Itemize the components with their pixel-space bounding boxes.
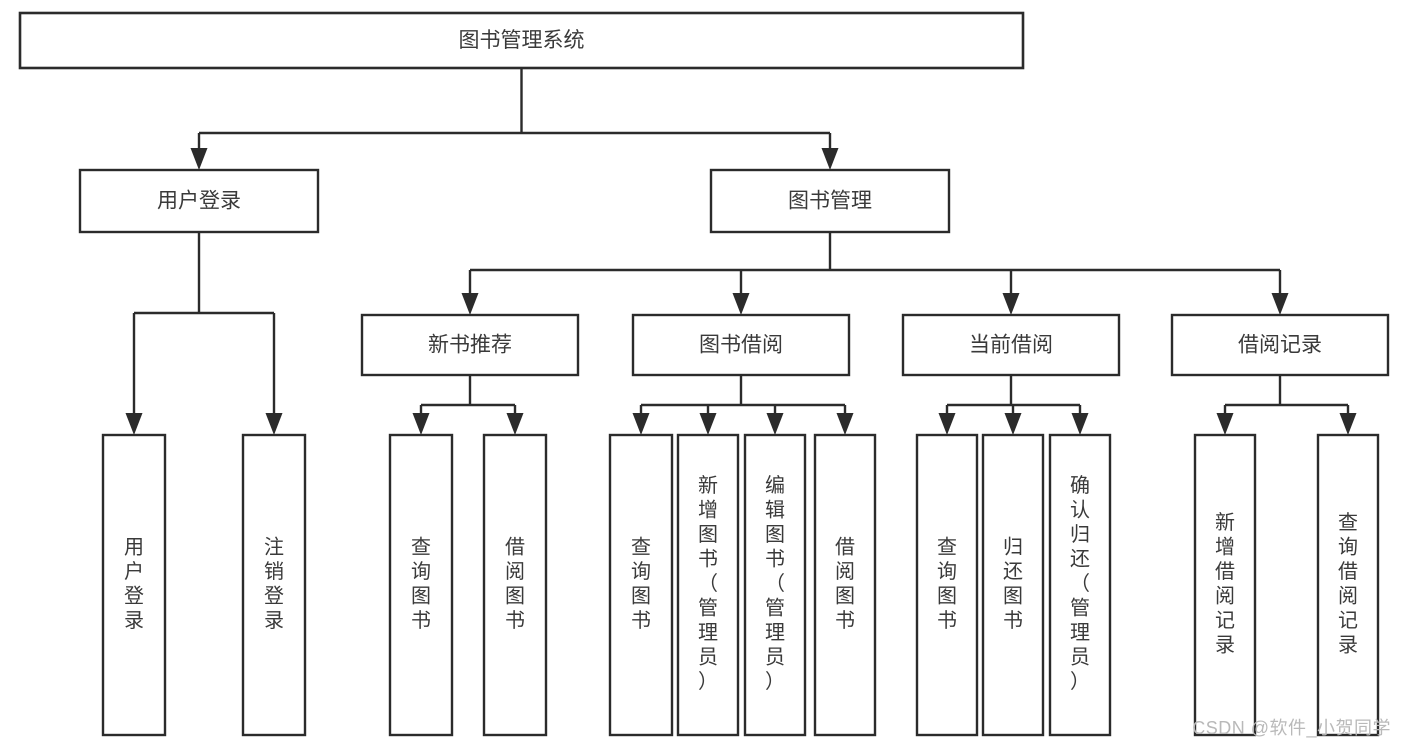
node-box-leaf-confirm-return[interactable] — [1048, 433, 1112, 737]
arrow-head-icon — [1071, 413, 1089, 435]
node-login[interactable]: 用户登录 — [78, 168, 320, 234]
node-leaf-query-book-current[interactable]: 查询图书 — [915, 433, 979, 737]
node-label-leaf-user-login: 用户登录 — [124, 537, 144, 633]
connector-group-current — [938, 375, 1089, 435]
arrow-head-icon — [190, 148, 208, 170]
node-leaf-user-logout[interactable]: 注销登录 — [241, 433, 307, 737]
node-label-login: 用户登录 — [157, 190, 241, 213]
arrow-head-icon — [1216, 413, 1234, 435]
node-box-login[interactable] — [78, 168, 320, 234]
connectors-layer — [125, 68, 1357, 435]
node-label-leaf-return-book: 归还图书 — [1003, 536, 1023, 633]
arrow-head-icon — [732, 293, 750, 315]
arrow-head-icon — [125, 413, 143, 435]
node-bookmgmt[interactable]: 图书管理 — [709, 168, 951, 234]
node-box-records[interactable] — [1170, 313, 1390, 377]
watermark-text: CSDN @软件_小贺同学 — [1192, 718, 1391, 738]
node-leaf-return-book[interactable]: 归还图书 — [981, 433, 1045, 737]
arrow-head-icon — [506, 413, 524, 435]
arrow-head-icon — [938, 413, 956, 435]
arrow-head-icon — [766, 413, 784, 435]
node-box-leaf-query-book-borrow[interactable] — [608, 433, 674, 737]
node-label-leaf-add-record: 新增借阅记录 — [1215, 511, 1235, 657]
node-box-leaf-edit-book[interactable] — [743, 433, 807, 737]
node-leaf-borrow-book-new[interactable]: 借阅图书 — [482, 433, 548, 737]
node-box-leaf-query-book-new[interactable] — [388, 433, 454, 737]
node-records[interactable]: 借阅记录 — [1170, 313, 1390, 377]
node-box-leaf-borrow-book-new[interactable] — [482, 433, 548, 737]
node-label-current: 当前借阅 — [969, 334, 1053, 357]
node-leaf-query-book-borrow[interactable]: 查询图书 — [608, 433, 674, 737]
arrow-head-icon — [412, 413, 430, 435]
node-label-leaf-query-book-borrow: 查询图书 — [631, 536, 651, 633]
node-label-leaf-query-book-current: 查询图书 — [937, 536, 957, 633]
node-box-leaf-borrow-book[interactable] — [813, 433, 877, 737]
node-label-newbook: 新书推荐 — [428, 334, 512, 357]
node-box-leaf-user-login[interactable] — [101, 433, 167, 737]
node-box-newbook[interactable] — [360, 313, 580, 377]
node-leaf-confirm-return[interactable]: 确认归还（管理员） — [1048, 433, 1112, 737]
node-newbook[interactable]: 新书推荐 — [360, 313, 580, 377]
node-label-root: 图书管理系统 — [459, 29, 585, 52]
node-leaf-borrow-book[interactable]: 借阅图书 — [813, 433, 877, 737]
node-label-bookmgmt: 图书管理 — [788, 190, 872, 213]
node-box-leaf-query-book-current[interactable] — [915, 433, 979, 737]
connector-group-borrow — [632, 375, 854, 435]
node-box-root[interactable] — [18, 11, 1025, 70]
node-label-leaf-edit-book: 编辑图书（管理员） — [765, 474, 785, 693]
node-leaf-query-record[interactable]: 查询借阅记录 — [1316, 433, 1380, 737]
node-borrow[interactable]: 图书借阅 — [631, 313, 851, 377]
node-leaf-add-record[interactable]: 新增借阅记录 — [1193, 433, 1257, 737]
node-box-current[interactable] — [901, 313, 1121, 377]
node-leaf-user-login[interactable]: 用户登录 — [101, 433, 167, 737]
node-label-leaf-add-book: 新增图书（管理员） — [698, 474, 718, 693]
node-box-leaf-add-record[interactable] — [1193, 433, 1257, 737]
arrow-head-icon — [821, 148, 839, 170]
connector-group-login — [125, 232, 283, 435]
arrow-head-icon — [1004, 413, 1022, 435]
node-label-leaf-user-logout: 注销登录 — [264, 536, 284, 633]
node-leaf-edit-book[interactable]: 编辑图书（管理员） — [743, 433, 807, 737]
node-label-leaf-borrow-book-new: 借阅图书 — [505, 536, 525, 633]
arrow-head-icon — [699, 413, 717, 435]
node-box-leaf-user-logout[interactable] — [241, 433, 307, 737]
connector-group-root — [190, 68, 839, 170]
node-box-leaf-return-book[interactable] — [981, 433, 1045, 737]
node-current[interactable]: 当前借阅 — [901, 313, 1121, 377]
arrow-head-icon — [265, 413, 283, 435]
node-label-leaf-query-book-new: 查询图书 — [411, 536, 431, 633]
node-label-borrow: 图书借阅 — [699, 334, 783, 357]
connector-group-records — [1216, 375, 1357, 435]
node-box-leaf-add-book[interactable] — [676, 433, 740, 737]
node-label-records: 借阅记录 — [1238, 334, 1322, 357]
arrow-head-icon — [461, 293, 479, 315]
node-box-bookmgmt[interactable] — [709, 168, 951, 234]
arrow-head-icon — [1339, 413, 1357, 435]
arrow-head-icon — [1271, 293, 1289, 315]
connector-group-bookmgmt — [461, 232, 1289, 315]
node-box-leaf-query-record[interactable] — [1316, 433, 1380, 737]
node-label-leaf-query-record: 查询借阅记录 — [1338, 511, 1358, 657]
arrow-head-icon — [632, 413, 650, 435]
arrow-head-icon — [836, 413, 854, 435]
node-label-leaf-confirm-return: 确认归还（管理员） — [1070, 474, 1090, 693]
node-root[interactable]: 图书管理系统 — [18, 11, 1025, 70]
connector-group-newbook — [412, 375, 524, 435]
nodes-layer: 图书管理系统用户登录图书管理新书推荐图书借阅当前借阅借阅记录用户登录注销登录查询… — [18, 11, 1390, 737]
node-label-leaf-borrow-book: 借阅图书 — [835, 536, 855, 633]
node-leaf-add-book[interactable]: 新增图书（管理员） — [676, 433, 740, 737]
node-box-borrow[interactable] — [631, 313, 851, 377]
node-leaf-query-book-new[interactable]: 查询图书 — [388, 433, 454, 737]
arrow-head-icon — [1002, 293, 1020, 315]
